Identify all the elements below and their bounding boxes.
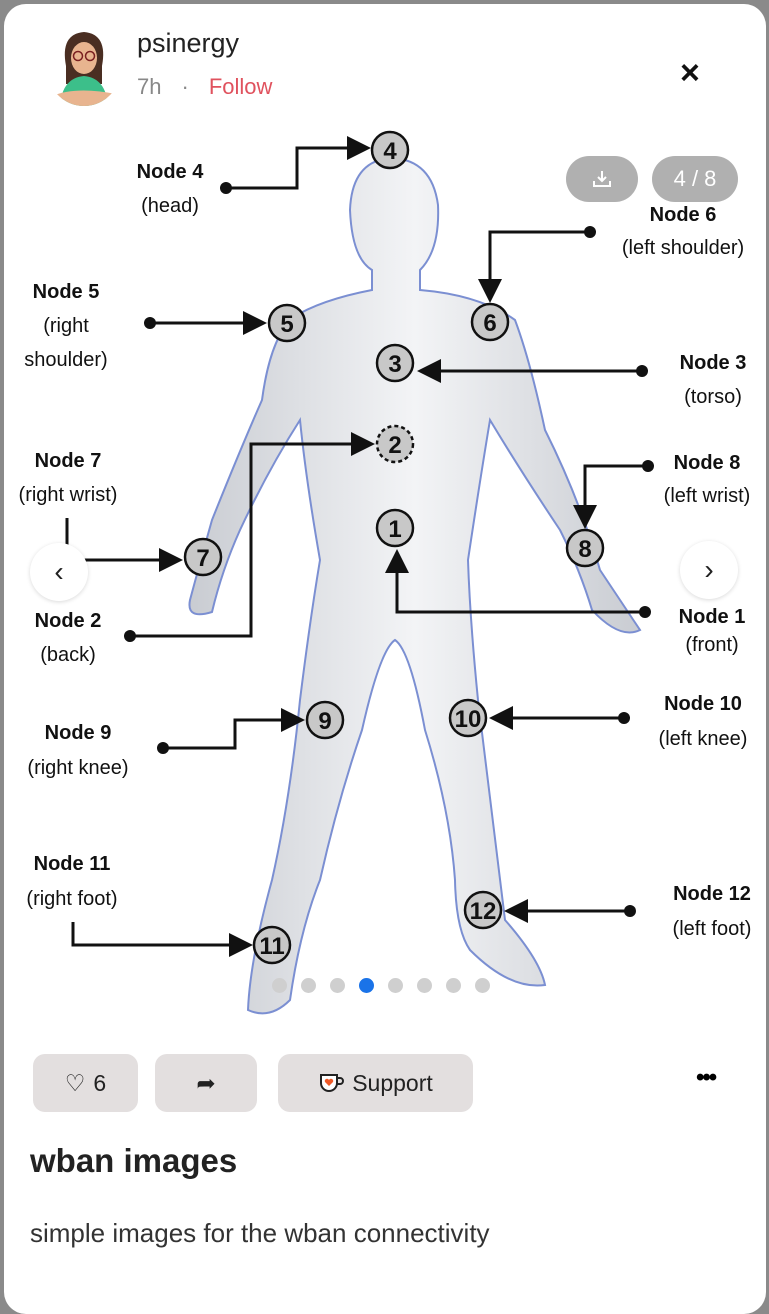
node-1-name: Node 1 <box>679 606 746 628</box>
node-9-name: Node 9 <box>45 722 112 744</box>
node-9-desc: (right knee) <box>27 757 128 779</box>
more-options-icon[interactable]: ••• <box>696 1064 717 1091</box>
slide-dot[interactable] <box>446 978 461 993</box>
share-button[interactable]: ➦ <box>155 1054 257 1112</box>
slide-counter: 4 / 8 <box>652 156 738 202</box>
svg-text:5: 5 <box>280 311 293 338</box>
node-marker-3: 3 <box>375 343 415 383</box>
slide-dot[interactable] <box>272 978 287 993</box>
share-icon: ➦ <box>196 1069 216 1096</box>
node-6-name: Node 6 <box>650 204 717 226</box>
prev-slide-button[interactable]: ‹ <box>30 543 88 601</box>
node-marker-6: 6 <box>470 302 510 342</box>
node-10-name: Node 10 <box>664 693 742 715</box>
download-button[interactable] <box>566 156 638 202</box>
username[interactable]: psinergy <box>137 28 240 58</box>
node-8-name: Node 8 <box>674 452 741 474</box>
post-title: wban images <box>30 1142 238 1179</box>
node-4-desc: (head) <box>141 195 199 217</box>
svg-text:12: 12 <box>470 898 497 925</box>
slide-dot-active[interactable] <box>359 978 374 993</box>
node-3-name: Node 3 <box>680 352 747 374</box>
svg-text:4: 4 <box>383 138 397 165</box>
node-marker-12: 12 <box>463 890 503 930</box>
node-8-desc: (left wrist) <box>664 485 751 507</box>
svg-text:10: 10 <box>455 706 482 733</box>
separator: · <box>181 74 189 99</box>
like-button[interactable]: ♡6 <box>33 1054 138 1112</box>
node-marker-7: 7 <box>183 537 223 577</box>
node-12-name: Node 12 <box>673 883 751 905</box>
node-marker-1: 1 <box>375 508 415 548</box>
node-5-desc-2: shoulder) <box>24 349 107 371</box>
close-icon[interactable]: × <box>680 54 700 92</box>
node-marker-8: 8 <box>565 528 605 568</box>
node-10-desc: (left knee) <box>659 728 748 750</box>
node-marker-5: 5 <box>267 303 307 343</box>
node-2-desc: (back) <box>40 644 96 666</box>
node-marker-4: 4 <box>370 130 410 170</box>
like-count: 6 <box>93 1069 107 1096</box>
slide-dot[interactable] <box>388 978 403 993</box>
slide-dot[interactable] <box>475 978 490 993</box>
node-marker-11: 11 <box>252 925 292 965</box>
svg-text:9: 9 <box>318 708 331 735</box>
svg-text:6: 6 <box>483 310 496 337</box>
node-5-desc: (right <box>43 315 89 337</box>
node-marker-2: 2 <box>375 424 415 464</box>
node-7-desc: (right wrist) <box>19 484 118 506</box>
node-marker-10: 10 <box>448 698 488 738</box>
follow-button[interactable]: Follow <box>208 74 273 99</box>
svg-text:1: 1 <box>388 516 401 543</box>
support-label: Support <box>352 1069 433 1096</box>
node-6-desc: (left shoulder) <box>622 237 744 259</box>
next-slide-button[interactable]: › <box>680 541 738 599</box>
node-2-name: Node 2 <box>35 610 102 632</box>
post-description: simple images for the wban connectivity <box>30 1218 490 1248</box>
node-labels: Node 1 (front) Node 2 (back) Node 3 (torso)… <box>19 161 752 940</box>
svg-text:8: 8 <box>578 536 591 563</box>
node-11-desc: (right foot) <box>26 888 117 910</box>
slide-dot[interactable] <box>330 978 345 993</box>
node-markers: 1 2 3 4 5 6 7 8 9 10 11 12 <box>183 130 605 965</box>
svg-text:11: 11 <box>259 933 284 960</box>
cup-icon <box>320 1074 345 1092</box>
heart-icon: ♡ <box>64 1069 86 1096</box>
support-button[interactable]: Support <box>278 1054 473 1112</box>
body-silhouette <box>188 156 642 1015</box>
slide-indicator <box>272 978 490 993</box>
slide-dot[interactable] <box>301 978 316 993</box>
svg-text:7: 7 <box>196 545 209 572</box>
post-time: 7h <box>137 74 162 99</box>
node-3-desc: (torso) <box>684 386 742 408</box>
node-11-name: Node 11 <box>34 853 111 875</box>
download-icon <box>593 171 611 187</box>
node-marker-9: 9 <box>305 700 345 740</box>
svg-text:2: 2 <box>388 432 401 459</box>
node-1-desc: (front) <box>685 634 738 656</box>
post-meta: 7h · Follow <box>137 74 272 100</box>
svg-text:3: 3 <box>388 351 401 378</box>
avatar[interactable] <box>46 26 122 106</box>
node-12-desc: (left foot) <box>673 918 752 940</box>
node-5-name: Node 5 <box>33 281 100 303</box>
node-4-name: Node 4 <box>137 161 205 183</box>
slide-dot[interactable] <box>417 978 432 993</box>
arrows <box>65 136 654 957</box>
node-7-name: Node 7 <box>35 450 102 472</box>
